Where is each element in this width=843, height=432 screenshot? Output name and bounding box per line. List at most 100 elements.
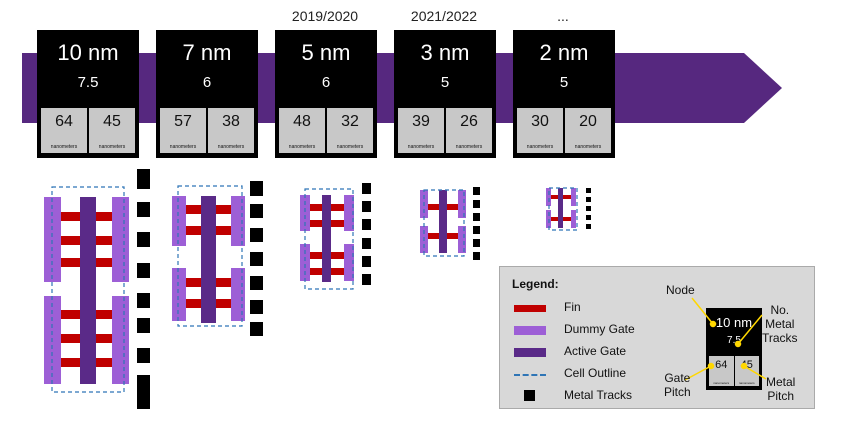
metal-track-swatch [524,390,535,401]
legend-title: Legend: [512,277,559,291]
dummy-gate [172,268,186,321]
year-label-2nm: ... [557,8,569,24]
node-card-7nm: 7 nm 6 57 nanometers 38 nanometers [156,30,258,158]
legend-label: Cell Outline [564,366,627,380]
metal-track [137,293,150,308]
unit-label: nanometers [288,144,316,150]
legend-label: Dummy Gate [564,322,635,336]
dummy-gate [300,195,310,231]
metal-track-count: 6 [202,74,212,91]
metal-pitch-cell: 32 nanometers [327,108,373,153]
node-name: 3 nm [420,40,470,65]
annotation-pointers [684,297,767,381]
annotation-metal-pitch: Metal Pitch [766,375,796,403]
example-node-name: 10 nm [715,315,753,330]
dummy-gate [458,190,466,218]
annotation-gate-pitch: Gate Pitch [664,371,691,399]
gate-pitch-value: 48 [293,113,311,130]
metal-track [250,300,263,314]
year-label-3nm: 2021/2022 [410,8,478,24]
metal-track [250,322,263,336]
dummy-gate [231,268,245,321]
metal-track-count: 5 [559,74,569,91]
fin-swatch [514,305,546,312]
metal-track [137,348,150,363]
legend: Legend: Fin Dummy Gate Active Gate Cell … [499,266,815,409]
unit-label: nanometers [455,144,483,150]
legend-example-card: 10 nm 7.5 64 nanometers 45 nanometers [706,308,762,390]
legend-item-metal-tracks: Metal Tracks [514,388,654,404]
metal-pitch-value: 38 [222,113,240,130]
metal-track-count: 7.5 [77,74,99,91]
metal-pitch-cell: 45 nanometers [89,108,135,153]
cell-outline [177,185,243,327]
metal-track [362,201,371,212]
node-name: 5 nm [301,40,351,65]
unit-label: nanometers [169,144,197,150]
metal-track [137,263,150,278]
metal-track [362,219,371,230]
unit-label: nanometers [574,144,602,150]
legend-item-fin: Fin [514,300,654,316]
gate-pitch-cell: 30 nanometers [517,108,563,153]
year-label-5nm: 2019/2020 [291,8,359,24]
example-track-count: 7.5 [727,335,741,346]
unit-label: nanometers [407,144,435,150]
metal-track [586,197,591,202]
metal-pitch-value: 26 [460,113,478,130]
node-name: 7 nm [182,40,232,65]
gate-pitch-value: 57 [174,113,192,130]
active-gate-swatch [514,348,546,357]
metal-track [586,206,591,211]
legend-label: Fin [564,300,581,314]
metal-track [250,228,263,242]
gate-pitch-cell: 48 nanometers [279,108,325,153]
metal-track [473,200,480,208]
cell-outline [51,186,125,393]
active-gate [80,197,96,384]
example-metal-pitch-cell: 45 nanometers [734,356,759,386]
metal-track [137,202,150,217]
metal-track [473,226,480,234]
metal-track [362,274,371,285]
dummy-gate [172,196,186,246]
dummy-gate [344,195,354,231]
legend-item-active-gate: Active Gate [514,344,654,360]
active-gate [558,188,563,228]
metal-track [137,375,150,409]
dummy-gate [112,296,129,384]
unit-label: nanometers [217,144,245,150]
metal-track [473,187,480,195]
dummy-gate [44,197,61,282]
legend-item-cell-outline: Cell Outline [514,366,654,382]
example-gate-pitch-cell: 64 nanometers [709,356,734,386]
annotation-metal-tracks: No. Metal Tracks [762,303,798,345]
unit-label: nanometers [526,144,554,150]
node-card-3nm: 3 nm 5 39 nanometers 26 nanometers [394,30,496,158]
node-card-10nm: 10 nm 7.5 64 nanometers 45 nanometers [37,30,139,158]
gate-pitch-value: 64 [55,113,73,130]
active-gate [439,190,447,253]
metal-pitch-cell: 38 nanometers [208,108,254,153]
metal-pitch-value: 20 [579,113,597,130]
dummy-gate [458,226,466,253]
metal-track [250,276,263,290]
metal-pitch-value: 45 [103,113,121,130]
cell-outline [423,189,465,257]
legend-label: Active Gate [564,344,627,358]
gate-pitch-cell: 39 nanometers [398,108,444,153]
gate-pitch-cell: 57 nanometers [160,108,206,153]
metal-track [586,188,591,193]
node-name: 2 nm [539,40,589,65]
metal-track [137,169,150,189]
metal-track [137,318,150,333]
cell-outline [304,188,354,290]
metal-track [250,181,263,196]
metal-track [362,256,371,267]
unit-label: nanometers [336,144,364,150]
metal-track [137,232,150,247]
example-gate-pitch: 64 [715,359,728,371]
gate-pitch-cell: 64 nanometers [41,108,87,153]
active-gate [201,196,216,323]
dummy-gate [546,188,551,206]
